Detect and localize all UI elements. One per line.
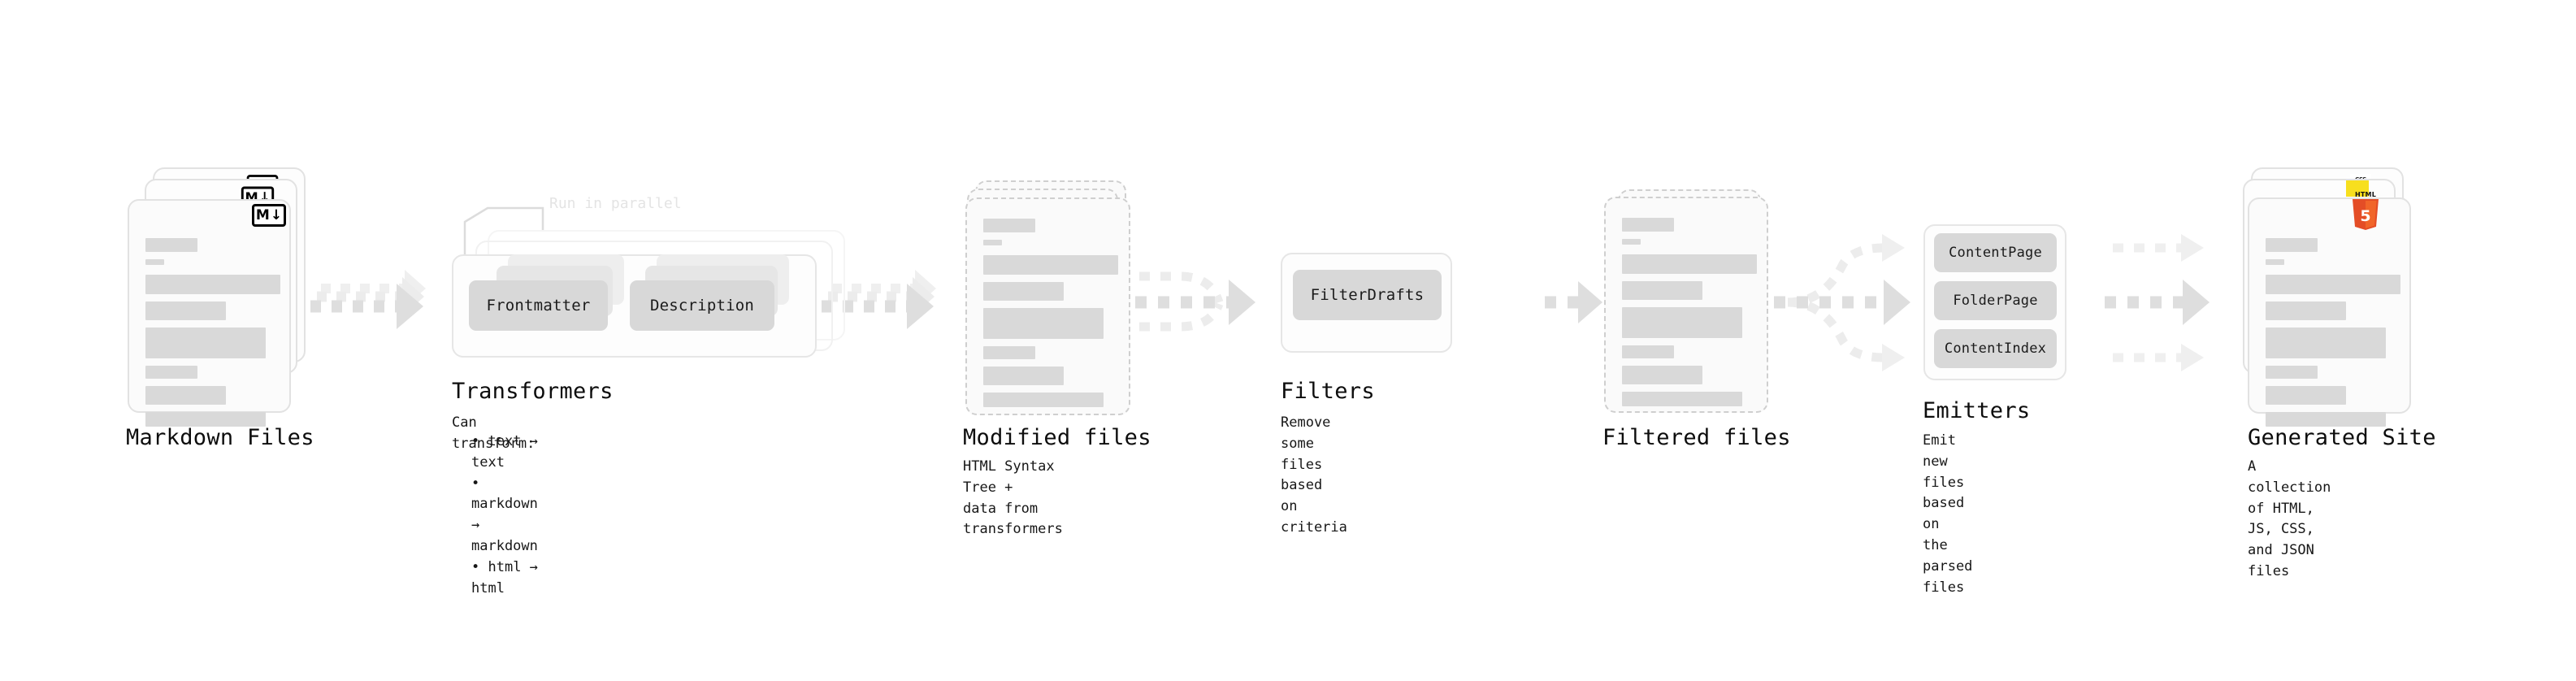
- pill-label: Description: [649, 297, 755, 314]
- markdown-file-card-front: [128, 199, 291, 427]
- caption-filters: Filters: [1281, 379, 1375, 404]
- caption-emitters: Emitters: [1923, 398, 2031, 423]
- html5-badge: HTML 5: [2350, 191, 2381, 230]
- caption-generated-site: Generated Site: [2248, 425, 2436, 450]
- pill-label: Frontmatter: [486, 297, 591, 314]
- markdown-file-lines: [145, 238, 280, 427]
- pill-label: ContentPage: [1949, 245, 2042, 261]
- markdown-badge-front: M↓: [252, 204, 286, 227]
- pill-label: FolderPage: [1953, 293, 2038, 309]
- caption-filtered-files: Filtered files: [1602, 425, 1791, 450]
- placeholder-bar: [1622, 366, 1702, 384]
- placeholder-bar: [145, 366, 197, 379]
- placeholder-bar: [2266, 366, 2318, 379]
- transformers-bullet-list: text → text markdown → markdown html → h…: [455, 432, 538, 600]
- list-item: text → text: [471, 432, 538, 474]
- placeholder-bar: [2266, 259, 2284, 265]
- placeholder-bar: [145, 301, 226, 320]
- emitters-pill-folderpage[interactable]: FolderPage: [1934, 281, 2057, 320]
- list-item: html → html: [471, 557, 538, 600]
- site-file-lines: [2266, 238, 2400, 427]
- placeholder-bar: [1622, 307, 1742, 338]
- subtitle-filters: Remove some files based on criteria: [1281, 414, 1347, 536]
- placeholder-bar: [145, 275, 280, 294]
- filtered-file-lines: [1622, 218, 1757, 406]
- modified-file-lines: [983, 219, 1118, 407]
- emitters-pill-contentindex[interactable]: ContentIndex: [1934, 329, 2057, 368]
- placeholder-bar: [1622, 239, 1641, 245]
- placeholder-bar: [2266, 238, 2318, 252]
- placeholder-bar: [145, 327, 266, 358]
- placeholder-bar: [1622, 281, 1702, 300]
- placeholder-bar: [983, 255, 1118, 275]
- subtitle-generated-site: A collection of HTML, JS, CSS, and JSON …: [2248, 458, 2331, 580]
- md-arrow: ↓: [270, 206, 283, 223]
- filters-pill-filterdrafts[interactable]: FilterDrafts: [1293, 270, 1442, 320]
- html5-shield-icon: 5: [2351, 199, 2380, 230]
- placeholder-bar: [1622, 218, 1674, 232]
- placeholder-bar: [2266, 301, 2346, 320]
- arrow-emitters-to-site: [2105, 234, 2210, 371]
- placeholder-bar: [2266, 386, 2346, 405]
- filtered-file-card-front: [1604, 197, 1768, 413]
- caption-markdown-files: Markdown Files: [126, 425, 314, 450]
- placeholder-bar: [2266, 275, 2400, 294]
- placeholder-bar: [2266, 327, 2386, 358]
- placeholder-bar: [983, 367, 1064, 385]
- arrow-filters-to-filtered: [1545, 281, 1602, 323]
- arrow-filtered-to-emitters: [1774, 234, 1910, 371]
- placeholder-bar: [1622, 254, 1757, 274]
- arrow-markdown-to-transformers: [310, 270, 426, 329]
- site-file-card-html: [2248, 197, 2411, 427]
- transformer-pill-description[interactable]: Description: [630, 280, 774, 331]
- html5-badge-label: HTML: [2354, 191, 2376, 198]
- placeholder-bar: [1622, 392, 1742, 406]
- placeholder-bar: [983, 346, 1035, 359]
- placeholder-bar: [983, 240, 1002, 245]
- subtitle-modified-files: HTML Syntax Tree + data from transformer…: [963, 458, 1063, 538]
- transformer-pill-frontmatter[interactable]: Frontmatter: [469, 280, 608, 331]
- placeholder-bar: [2266, 412, 2386, 427]
- placeholder-bar: [983, 219, 1035, 232]
- pill-label: ContentIndex: [1944, 340, 2047, 357]
- arrow-modified-to-filters: [1135, 271, 1255, 332]
- placeholder-bar: [145, 238, 197, 252]
- placeholder-bar: [983, 393, 1104, 407]
- js-badge: [2346, 180, 2369, 197]
- placeholder-bar: [983, 282, 1064, 301]
- placeholder-bar: [983, 308, 1104, 339]
- placeholder-bar: [1622, 345, 1674, 358]
- pill-label: FilterDrafts: [1310, 286, 1425, 304]
- emitters-pill-contentpage[interactable]: ContentPage: [1934, 233, 2057, 272]
- caption-transformers: Transformers: [452, 379, 614, 404]
- subtitle-emitters: Emit new files based on the parsed files: [1923, 432, 1973, 596]
- md-letter: M: [255, 206, 270, 223]
- placeholder-bar: [145, 412, 266, 427]
- placeholder-bar: [145, 259, 164, 265]
- svg-text:5: 5: [2360, 207, 2370, 225]
- list-item: markdown → markdown: [471, 474, 538, 557]
- run-in-parallel-label: Run in parallel: [549, 195, 682, 212]
- caption-modified-files: Modified files: [963, 425, 1151, 450]
- modified-file-card-front: [965, 197, 1130, 415]
- placeholder-bar: [145, 386, 226, 405]
